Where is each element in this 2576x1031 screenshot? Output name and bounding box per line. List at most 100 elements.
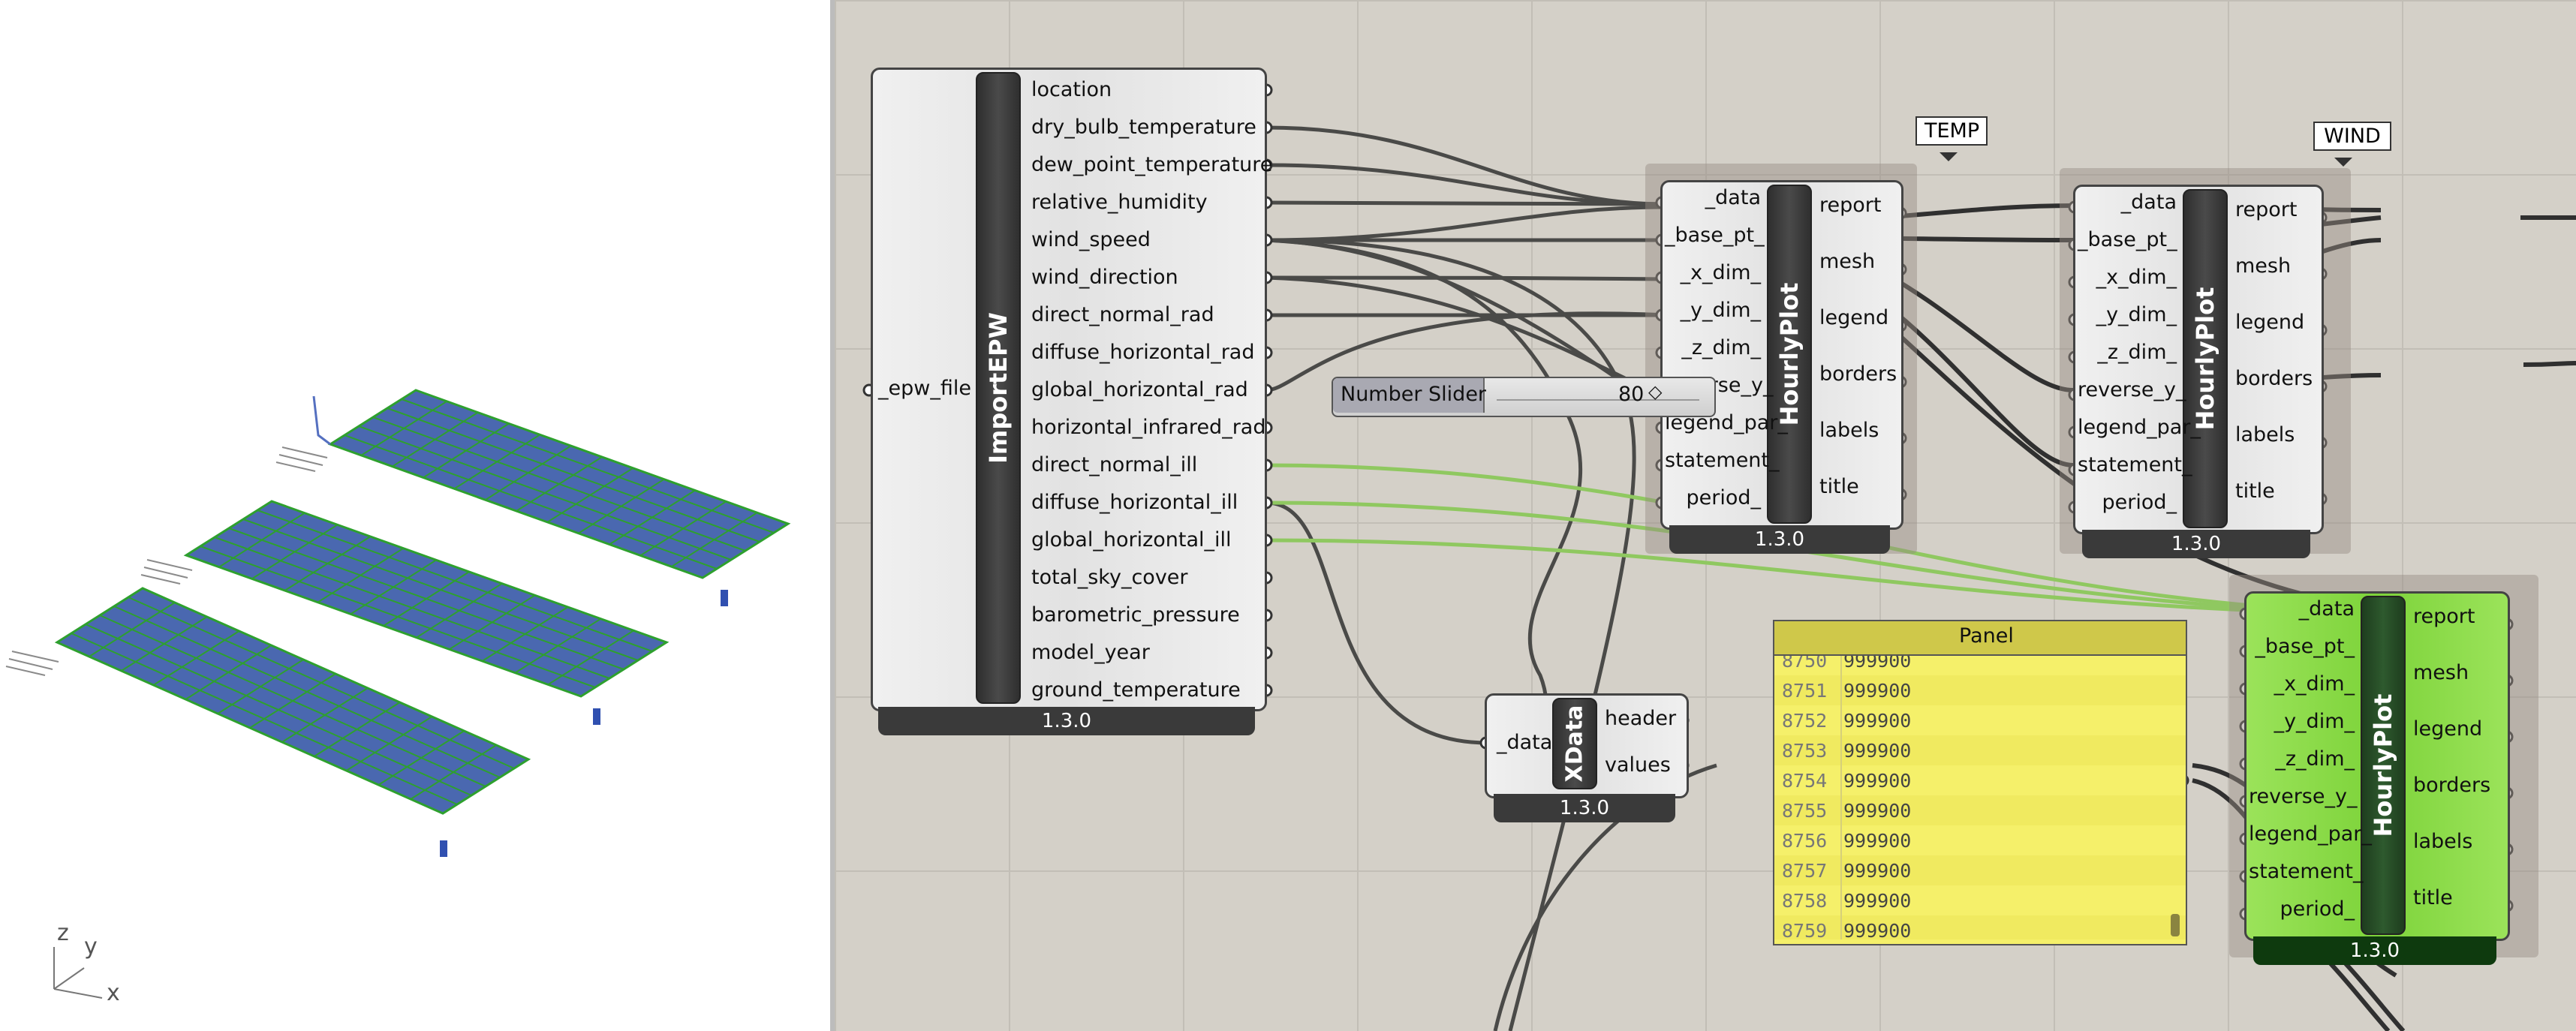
output-ground-temperature[interactable]: ground_temperature	[1031, 678, 1241, 702]
panel-title: Panel	[1959, 624, 2014, 648]
slider-grip-icon[interactable]: ◇	[1648, 381, 1663, 402]
hourly-plot-bar[interactable]: HourlyPlot	[1767, 185, 1812, 524]
output-legend[interactable]: legend	[2413, 717, 2483, 741]
xdata-name: XData	[1561, 705, 1588, 783]
output-legend[interactable]: legend	[1819, 306, 1889, 329]
output-location[interactable]: location	[1031, 78, 1112, 101]
legend-bar	[440, 840, 447, 857]
viewport-divider[interactable]	[830, 0, 835, 1031]
legend-bar	[721, 590, 728, 606]
input-base-pt[interactable]: _base_pt_	[2078, 228, 2177, 251]
import-epw-bar[interactable]: ImportEPW	[976, 72, 1021, 704]
output-diffuse-horizontal-ill[interactable]: diffuse_horizontal_ill	[1031, 491, 1238, 514]
output-wind-direction[interactable]: wind_direction	[1031, 266, 1178, 289]
input-period[interactable]: period_	[2102, 491, 2177, 514]
input-data[interactable]: _data	[1705, 186, 1761, 209]
input-y-dim[interactable]: _y_dim_	[1680, 299, 1761, 322]
input-z-dim[interactable]: _z_dim_	[2275, 747, 2355, 771]
input-base-pt[interactable]: _base_pt_	[1665, 224, 1765, 247]
xdata-input-data[interactable]: _data	[1497, 731, 1553, 754]
panel-row-value: 999900	[1843, 860, 1912, 882]
output-report[interactable]: report	[1819, 194, 1882, 217]
input-base-pt[interactable]: _base_pt_	[2255, 635, 2355, 658]
output-title[interactable]: title	[2413, 886, 2453, 909]
hourly-plot-bar[interactable]: HourlyPlot	[2361, 596, 2406, 935]
input-data[interactable]: _data	[2298, 597, 2355, 621]
input-y-dim[interactable]: _y_dim_	[2274, 710, 2355, 733]
output-global-horizontal-ill[interactable]: global_horizontal_ill	[1031, 528, 1232, 552]
version-label: 1.3.0	[2253, 936, 2496, 965]
input-reverse-y[interactable]: reverse_y_	[2078, 378, 2186, 401]
output-model-year[interactable]: model_year	[1031, 641, 1150, 664]
xdata-component[interactable]: XData _data header values 1.3.0	[1485, 693, 1695, 828]
input-x-dim[interactable]: _x_dim_	[1680, 261, 1761, 284]
grasshopper-canvas[interactable]: ImportEPW _epw_file 1.3.0 location dry_bu…	[835, 0, 2576, 1031]
panel-row-value: 999900	[1843, 920, 1912, 939]
output-barometric-pressure[interactable]: barometric_pressure	[1031, 603, 1240, 627]
input-statement[interactable]: statement_	[2249, 860, 2364, 883]
output-mesh[interactable]: mesh	[2413, 661, 2469, 684]
input-z-dim[interactable]: _z_dim_	[2097, 341, 2177, 364]
input-reverse-y[interactable]: reverse_y_	[2249, 785, 2358, 808]
input-data[interactable]: _data	[2120, 191, 2177, 214]
tag-pointer	[2334, 158, 2352, 167]
output-direct-normal-rad[interactable]: direct_normal_rad	[1031, 303, 1214, 326]
input-period[interactable]: period_	[2280, 897, 2355, 921]
output-relative-humidity[interactable]: relative_humidity	[1031, 191, 1208, 214]
output-borders[interactable]: borders	[2235, 367, 2313, 390]
input-statement[interactable]: statement_	[2078, 453, 2192, 476]
input-x-dim[interactable]: _x_dim_	[2096, 266, 2177, 289]
panel-row-index: 8759	[1782, 920, 1828, 939]
output-legend[interactable]: legend	[2235, 311, 2305, 334]
hourly-plot-bar[interactable]: HourlyPlot	[2183, 189, 2228, 528]
panel-row-value: 999900	[1843, 710, 1912, 732]
output-report[interactable]: report	[2413, 605, 2475, 628]
axis-x-label: x	[107, 980, 120, 1006]
output-dry-bulb-temperature[interactable]: dry_bulb_temperature	[1031, 116, 1256, 139]
input-x-dim[interactable]: _x_dim_	[2274, 672, 2355, 696]
input-z-dim[interactable]: _z_dim_	[1681, 336, 1761, 359]
xdata-output-values[interactable]: values	[1605, 753, 1671, 777]
hourly-plot-wind-component[interactable]: HourlyPlot _data _base_pt_ _x_dim_ _y_dim_ _z…	[2073, 185, 2328, 560]
output-report[interactable]: report	[2235, 198, 2298, 221]
output-mesh[interactable]: mesh	[1819, 250, 1876, 273]
number-slider[interactable]: Number Slider 80 ◇	[1332, 377, 1716, 417]
output-wind-speed[interactable]: wind_speed	[1031, 228, 1151, 251]
output-borders[interactable]: borders	[1819, 362, 1897, 386]
input-epw-file[interactable]: _epw_file	[878, 377, 971, 400]
xdata-output-header[interactable]: header	[1605, 707, 1677, 730]
output-borders[interactable]: borders	[2413, 774, 2491, 797]
input-legend-par[interactable]: legend_par_	[2078, 416, 2201, 439]
output-dew-point-temperature[interactable]: dew_point_temperature	[1031, 153, 1273, 176]
output-title[interactable]: title	[1819, 475, 1859, 498]
hourly-plot-green-component[interactable]: HourlyPlot_data _base_pt_ _x_dim_ _y_dim_ _z…	[2244, 591, 2514, 966]
output-mesh[interactable]: mesh	[2235, 254, 2292, 278]
tag-temp[interactable]: TEMP	[1915, 116, 1988, 146]
input-period[interactable]: period_	[1686, 486, 1761, 509]
rhino-viewport[interactable]: z y x	[0, 0, 830, 1031]
tag-wind[interactable]: WIND	[2313, 122, 2391, 151]
panel-row: 8759 999900	[1774, 915, 2186, 939]
output-direct-normal-ill[interactable]: direct_normal_ill	[1031, 453, 1198, 476]
output-global-horizontal-rad[interactable]: global_horizontal_rad	[1031, 378, 1248, 401]
output-labels[interactable]: labels	[2235, 423, 2295, 446]
panel-scrollbar[interactable]	[2171, 914, 2180, 936]
input-y-dim[interactable]: _y_dim_	[2096, 303, 2177, 326]
slider-value[interactable]: 80	[1618, 383, 1645, 406]
hourly-plot-temp-component[interactable]: HourlyPlot _data _base_pt_ _x_dim_ _y_dim_ _z…	[1660, 180, 1908, 555]
xdata-bar[interactable]: XData	[1552, 698, 1597, 789]
output-labels[interactable]: labels	[2413, 830, 2473, 853]
panel-row-value: 999900	[1843, 890, 1912, 912]
slider-track[interactable]	[1497, 387, 1699, 401]
input-legend-par[interactable]: legend_par_	[2249, 822, 2372, 846]
output-labels[interactable]: labels	[1819, 419, 1879, 442]
output-total-sky-cover[interactable]: total_sky_cover	[1031, 566, 1188, 589]
input-statement[interactable]: statement_	[1665, 449, 1780, 472]
output-title[interactable]: title	[2235, 479, 2275, 503]
output-diffuse-horizontal-rad[interactable]: diffuse_horizontal_rad	[1031, 341, 1255, 364]
output-horizontal-infrared-rad[interactable]: horizontal_infrared_rad	[1031, 416, 1266, 439]
panel-row-value: 999900	[1843, 680, 1912, 702]
